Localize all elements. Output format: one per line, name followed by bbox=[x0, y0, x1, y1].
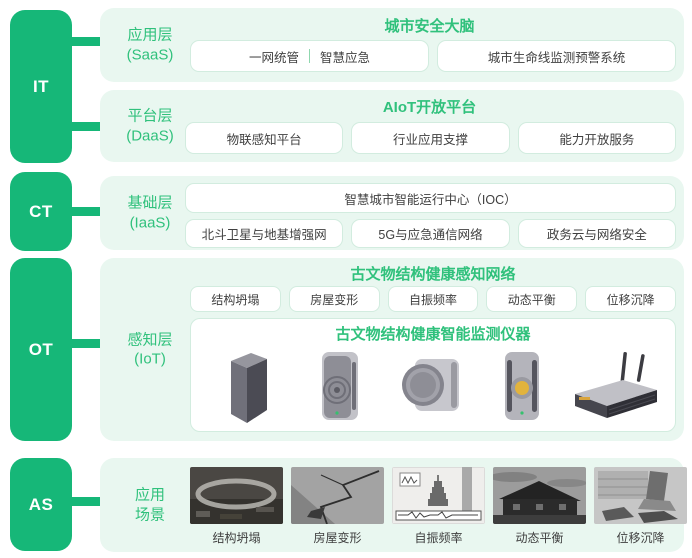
saas-combo-right: 智慧应急 bbox=[320, 50, 371, 65]
frequency-diagram-photo bbox=[392, 467, 485, 524]
layer-label-saas-cn: 应用层 bbox=[127, 26, 173, 44]
iot-tag-5: 位移沉降 bbox=[585, 286, 676, 312]
daas-box-3: 能力开放服务 bbox=[517, 122, 676, 154]
pillar-it: IT bbox=[10, 10, 72, 163]
pillar-it-label: IT bbox=[32, 76, 50, 96]
layer-label-daas-en: (DaaS) bbox=[126, 127, 174, 144]
connector-daas bbox=[70, 122, 104, 131]
house-dusk-photo bbox=[493, 467, 586, 524]
pillar-ct-label: CT bbox=[29, 201, 53, 221]
device-box: 古文物结构健康智能监测仪器 bbox=[190, 318, 676, 432]
panel-saas: 应用层 (SaaS) 城市安全大脑 一网统管 智慧应急 城市生命线监测预警系统 bbox=[100, 8, 684, 82]
connector-saas bbox=[70, 37, 104, 46]
layer-label-scenes-line1: 应用 bbox=[134, 486, 165, 504]
scene-caption-1: 结构坍塌 bbox=[212, 531, 261, 545]
layer-label-scenes: 应用 场景 bbox=[108, 486, 192, 525]
saas-combo-box: 一网统管 智慧应急 bbox=[190, 40, 429, 72]
panel-daas: 平台层 (DaaS) AIoT开放平台 物联感知平台 行业应用支撑 能力开放服务 bbox=[100, 90, 684, 162]
layer-label-iaas-en: (IaaS) bbox=[129, 214, 171, 231]
connector-iaas bbox=[70, 207, 104, 216]
iaas-wide-row: 智慧城市智能运行中心（IOC） bbox=[185, 183, 676, 213]
layer-label-saas: 应用层 (SaaS) bbox=[108, 26, 192, 65]
panel-iaas: 基础层 (IaaS) 智慧城市智能运行中心（IOC） 北斗卫星与地基增强网 5G… bbox=[100, 176, 684, 250]
collapse-photo bbox=[190, 467, 283, 524]
vibration-sensor-icon bbox=[294, 348, 385, 424]
iot-tag-row: 结构坍塌 房屋变形 自振频率 动态平衡 位移沉降 bbox=[190, 286, 676, 312]
iaas-ioc-box: 智慧城市智能运行中心（IOC） bbox=[185, 183, 676, 213]
iot-tag-2: 房屋变形 bbox=[288, 286, 380, 312]
vertical-divider bbox=[309, 49, 310, 63]
layer-label-daas: 平台层 (DaaS) bbox=[108, 107, 192, 146]
layer-label-daas-cn: 平台层 bbox=[127, 107, 173, 125]
scene-item-collapse: 结构坍塌 bbox=[190, 467, 283, 546]
panel-title-iot: 古文物结构健康感知网络 bbox=[350, 266, 516, 283]
iot-gateway-icon bbox=[567, 348, 663, 424]
column-monitor-icon bbox=[203, 348, 294, 424]
layer-label-iaas-cn: 基础层 bbox=[127, 194, 173, 212]
iaas-box-2: 5G与应急通信网络 bbox=[351, 219, 510, 248]
layer-label-iot: 感知层 (IoT) bbox=[108, 330, 192, 369]
layer-label-iot-cn: 感知层 bbox=[127, 331, 173, 348]
connector-iot bbox=[70, 339, 104, 348]
scene-caption-4: 动态平衡 bbox=[515, 531, 564, 545]
iaas-box-3: 政务云与网络安全 bbox=[517, 219, 676, 248]
daas-box-row: 物联感知平台 行业应用支撑 能力开放服务 bbox=[185, 122, 676, 154]
layer-label-scenes-line2: 场景 bbox=[134, 506, 165, 523]
iot-tag-4: 动态平衡 bbox=[486, 286, 578, 312]
pillar-as: AS bbox=[10, 458, 72, 551]
layer-label-saas-en: (SaaS) bbox=[126, 46, 174, 63]
pillar-ot: OT bbox=[10, 258, 72, 441]
panel-iot: 感知层 (IoT) 古文物结构健康感知网络 结构坍塌 房屋变形 自振频率 动态平… bbox=[100, 258, 684, 441]
settlement-photo bbox=[594, 467, 687, 524]
iot-tag-1: 结构坍塌 bbox=[190, 286, 281, 312]
pillar-ot-label: OT bbox=[28, 339, 54, 359]
scene-item-settlement: 位移沉降 bbox=[594, 467, 687, 546]
panel-title-daas: AIoT开放平台 bbox=[382, 99, 477, 116]
pillar-ct: CT bbox=[10, 172, 72, 251]
scene-item-balance: 动态平衡 bbox=[493, 467, 586, 546]
tilt-sensor-icon bbox=[476, 348, 567, 424]
scene-photo-row: 结构坍塌 房屋变形 bbox=[190, 467, 687, 546]
daas-box-2: 行业应用支撑 bbox=[351, 122, 510, 154]
scene-caption-3: 自振频率 bbox=[414, 531, 463, 545]
scene-caption-2: 房屋变形 bbox=[313, 531, 362, 545]
pillar-as-label: AS bbox=[28, 494, 54, 514]
iot-tag-3: 自振频率 bbox=[387, 286, 479, 312]
saas-box-row: 一网统管 智慧应急 城市生命线监测预警系统 bbox=[190, 40, 676, 72]
layer-label-iaas: 基础层 (IaaS) bbox=[108, 194, 192, 233]
scene-item-frequency: 自振频率 bbox=[392, 467, 485, 546]
daas-box-1: 物联感知平台 bbox=[185, 122, 344, 154]
dial-displacement-sensor-icon bbox=[385, 354, 476, 418]
scene-item-crack: 房屋变形 bbox=[291, 467, 384, 546]
iaas-box-1: 北斗卫星与地基增强网 bbox=[185, 219, 344, 248]
wall-crack-photo bbox=[291, 467, 384, 524]
saas-box-lifeline: 城市生命线监测预警系统 bbox=[437, 40, 676, 72]
connector-scenes bbox=[70, 497, 104, 506]
device-box-title: 古文物结构健康智能监测仪器 bbox=[335, 326, 531, 343]
panel-title-saas: 城市安全大脑 bbox=[384, 18, 475, 35]
scene-caption-5: 位移沉降 bbox=[616, 531, 665, 545]
iaas-box-row: 北斗卫星与地基增强网 5G与应急通信网络 政务云与网络安全 bbox=[185, 219, 676, 248]
panel-scenes: 应用 场景 结构坍塌 bbox=[100, 458, 687, 552]
device-row bbox=[203, 344, 663, 427]
layer-label-iot-en: (IoT) bbox=[134, 350, 166, 368]
saas-combo-left: 一网统管 bbox=[248, 50, 299, 65]
